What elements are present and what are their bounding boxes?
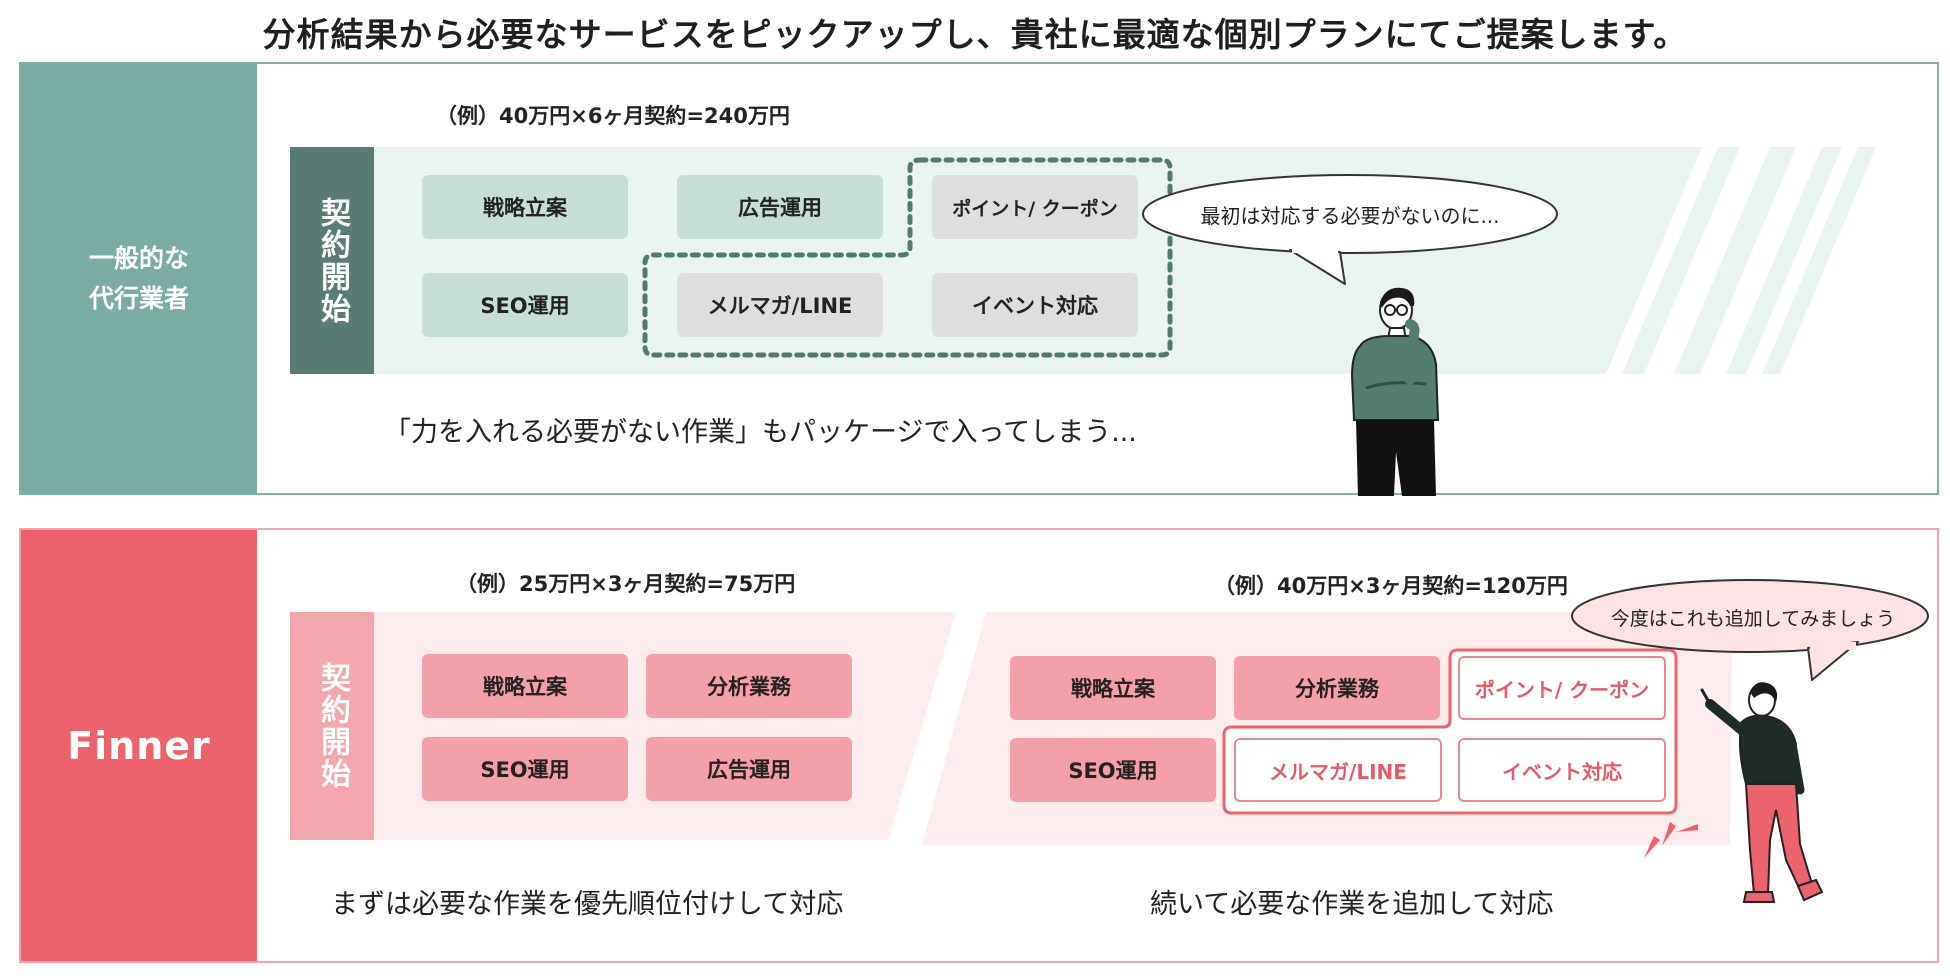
general-agency-caption: 「力を入れる必要がない作業」もパッケージで入ってしまう...: [384, 417, 1137, 448]
finner-tile-analysis: 分析業務: [646, 654, 852, 718]
finner-tile-strategy-2: 戦略立案: [1010, 656, 1216, 720]
finner-caption-left: まずは必要な作業を優先順位付けして対応: [331, 889, 844, 920]
finner-tile-mailmag-line: メルマガ/LINE: [1234, 738, 1442, 802]
tile-strategy: 戦略立案: [422, 175, 628, 239]
general-agency-panel: 一般的な 代行業者: [19, 62, 1939, 495]
finner-example-left: （例）25万円×3ヶ月契約=75万円: [456, 572, 796, 596]
finner-tile-point-coupon: ポイント/ クーポン: [1458, 656, 1666, 720]
tile-event: イベント対応: [932, 273, 1138, 337]
finner-panel: Finner: [19, 528, 1939, 963]
general-agency-label-line1: 一般的な: [88, 243, 189, 273]
tile-point-coupon: ポイント/ クーポン: [932, 175, 1138, 239]
finner-contract-start-label: 契約開始: [290, 612, 374, 840]
finner-caption-right: 続いて必要な作業を追加して対応: [1150, 889, 1554, 920]
finner-tile-ad-ops: 広告運用: [646, 737, 852, 801]
pointing-person-illustration: [1700, 682, 1824, 903]
finner-tile-strategy: 戦略立案: [422, 654, 628, 718]
finner-tile-seo: SEO運用: [422, 737, 628, 801]
general-agency-example: （例）40万円×6ヶ月契約=240万円: [436, 104, 790, 128]
thinking-person-illustration: [1350, 287, 1440, 496]
finner-example-right: （例）40万円×3ヶ月契約=120万円: [1214, 574, 1568, 598]
general-agency-label: 一般的な 代行業者: [21, 64, 257, 493]
finner-tile-analysis-2: 分析業務: [1234, 656, 1440, 720]
tile-ad-ops: 広告運用: [677, 175, 883, 239]
finner-label: Finner: [21, 530, 257, 961]
speech-bubble-top: [1142, 174, 1558, 285]
tile-mailmag-line: メルマガ/LINE: [677, 273, 883, 337]
finner-tile-seo-2: SEO運用: [1010, 738, 1216, 802]
speech-text-bottom: 今度はこれも追加してみましょう: [1610, 608, 1896, 630]
finner-tile-event: イベント対応: [1458, 738, 1666, 802]
general-agency-label-line2: 代行業者: [88, 283, 189, 313]
contract-start-label: 契約開始: [290, 147, 374, 374]
page-headline: 分析結果から必要なサービスをピックアップし、貴社に最適な個別プランにてご提案しま…: [262, 15, 1688, 54]
tile-seo: SEO運用: [422, 273, 628, 337]
speech-text-top: 最初は対応する必要がないのに...: [1200, 204, 1500, 228]
speech-bubble-bottom: [1571, 579, 1929, 681]
emphasis-marks: [1644, 822, 1698, 858]
